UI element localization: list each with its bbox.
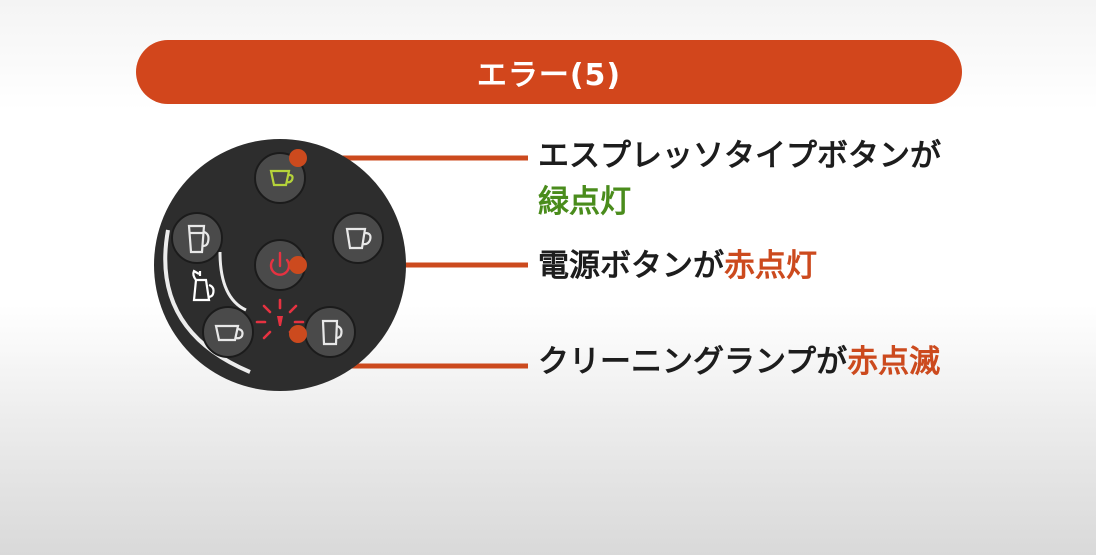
- tall-cup-button[interactable]: [304, 306, 356, 358]
- power-callout-text: 電源ボタンが: [538, 248, 724, 284]
- coffee-pot-icon: [192, 269, 215, 302]
- callout-dot-espresso: [289, 149, 307, 167]
- title-banner: エラー(5): [136, 40, 962, 104]
- power-button[interactable]: [254, 239, 306, 291]
- callout-dot-power: [289, 256, 307, 274]
- espresso-callout: エスプレッソタイプボタンが: [538, 138, 941, 175]
- page-title: エラー(5): [476, 58, 622, 93]
- espresso-button[interactable]: [254, 152, 306, 204]
- tall-glass-icon: [187, 224, 210, 254]
- wide-cup-button[interactable]: [202, 306, 254, 358]
- power-callout-state: 赤点灯: [724, 248, 817, 284]
- cleaning-callout-text: クリーニングランプが: [538, 344, 848, 380]
- mug-icon: [345, 227, 372, 250]
- callout-dot-cleaning: [289, 325, 307, 343]
- selector-arc: [163, 229, 251, 374]
- tall-cup-icon: [321, 319, 343, 346]
- espresso-callout-text: エスプレッソタイプボタンが: [538, 138, 941, 174]
- power-callout: 電源ボタンが赤点灯: [538, 248, 817, 285]
- espresso-callout-state: 緑点灯: [538, 184, 631, 220]
- wide-cup-icon: [214, 324, 244, 342]
- cleaning-callout: クリーニングランプが赤点滅: [538, 344, 940, 381]
- selector-arc-inner: [218, 251, 247, 312]
- tall-glass-button[interactable]: [171, 212, 223, 264]
- cleaning-callout-state: 赤点滅: [847, 344, 941, 380]
- espresso-callout-state-line: 緑点灯: [538, 184, 631, 221]
- mug-button[interactable]: [332, 212, 384, 264]
- power-icon: [269, 251, 291, 276]
- espresso-cup-icon: [269, 169, 294, 187]
